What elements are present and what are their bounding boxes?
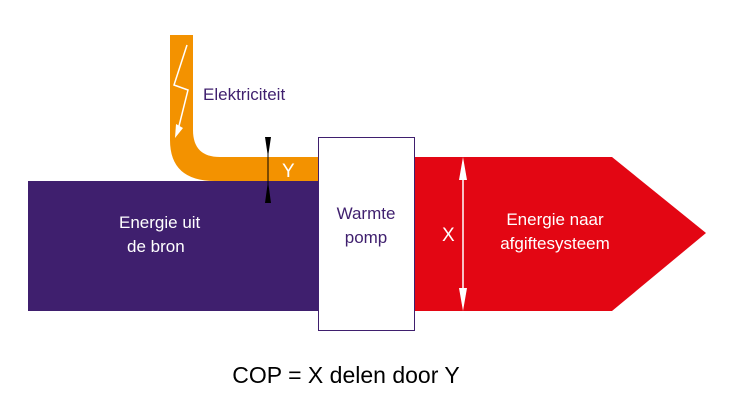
lightning-icon [173,44,189,131]
heat-pump-box [318,137,415,331]
cop-formula: COP = X delen door Y [232,362,459,388]
source-label-line2: de bron [127,237,185,256]
electricity-label: Elektriciteit [203,85,285,104]
pump-label-line2: pomp [345,228,388,247]
pump-label-line1: Warmte [337,204,396,223]
electricity-flow [170,35,318,181]
x-label: X [442,225,455,246]
output-label-line1: Energie naar [506,210,604,229]
output-label-line2: afgiftesysteem [500,234,610,253]
y-label: Y [282,161,295,182]
x-measure-icon [459,157,467,311]
lightning-arrowhead-icon [175,124,183,138]
y-measure-icon [265,137,271,203]
source-label-line1: Energie uit [119,213,201,232]
output-energy-arrow [415,157,706,311]
